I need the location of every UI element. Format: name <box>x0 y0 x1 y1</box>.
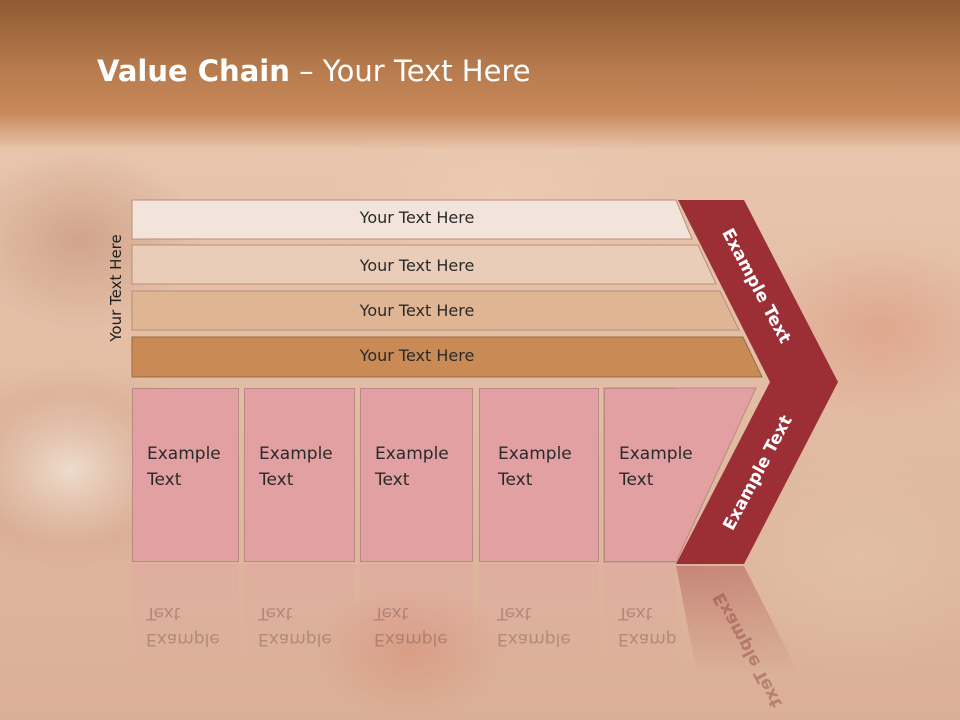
activity-box-5-reflection-label: Example Text <box>618 603 676 649</box>
slide-title: Value Chain – Your Text Here <box>97 54 531 94</box>
activity-box-2-reflection-label: Example Text <box>258 603 332 649</box>
bar-2-shape <box>131 244 717 285</box>
activity-box-1-reflection-label: Example Text <box>146 603 220 649</box>
activity-box-2-reflection: Example Text <box>244 564 355 704</box>
activity-box-5-reflection: Example Text <box>604 564 676 704</box>
activity-box-4: Example Text <box>479 388 599 562</box>
bar-1-shape <box>131 199 693 240</box>
bar-4-shape <box>131 336 763 378</box>
activity-box-3-reflection-label: Example Text <box>374 603 448 649</box>
activity-box-3-label: Example Text <box>375 444 449 490</box>
bar-1-label: Your Text Here <box>359 208 475 227</box>
bar-3-shape <box>131 290 740 331</box>
activity-box-4-reflection: Example Text <box>479 564 599 704</box>
activity-box-1: Example Text <box>132 388 239 562</box>
activity-box-4-label: Example Text <box>498 444 572 490</box>
activity-box-1-reflection: Example Text <box>132 564 239 704</box>
activity-box-5: Example Text <box>604 388 693 562</box>
slide-title-rest: – Your Text Here <box>289 54 531 88</box>
title-band <box>0 0 960 150</box>
bar-2-label: Your Text Here <box>359 256 475 275</box>
activity-box-5-label: Example Text <box>619 444 693 490</box>
chevron-reflection <box>676 566 800 720</box>
activity-box-2-label: Example Text <box>259 444 333 490</box>
activity-box-3-reflection: Example Text <box>360 564 473 704</box>
chevron-arrow <box>676 200 838 564</box>
bar-3-label: Your Text Here <box>359 301 475 320</box>
slide-title-bold: Value Chain <box>97 54 290 88</box>
activity-box-2: Example Text <box>244 388 355 562</box>
activity-box-1-label: Example Text <box>147 444 221 490</box>
activity-box-4-reflection-label: Example Text <box>497 603 571 649</box>
bar-4-label: Your Text Here <box>359 346 475 365</box>
activity-box-3: Example Text <box>360 388 473 562</box>
